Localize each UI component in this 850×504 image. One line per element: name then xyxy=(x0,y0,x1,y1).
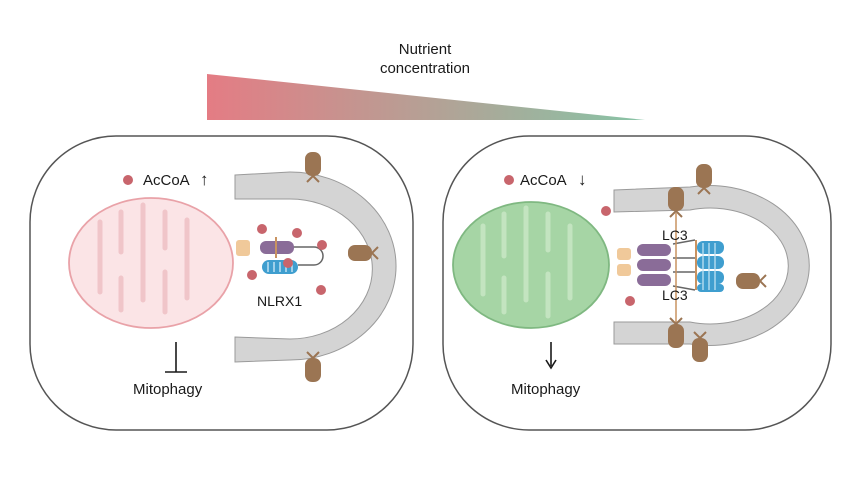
nutrient-gradient-wedge xyxy=(207,74,645,120)
right-acetyl-coa-label: AcCoA xyxy=(520,172,567,189)
mitophagy-inhibition-icon xyxy=(165,342,187,373)
left-cell-outline xyxy=(29,135,414,431)
right-mitochondrion xyxy=(452,201,610,329)
right-acetyl-coa-down-arrow-icon: ↓ xyxy=(578,170,587,189)
right-nlrx1-lc3-complex xyxy=(617,213,724,322)
lc3-label-top: LC3 xyxy=(662,227,688,243)
left-acetyl-coa-up-arrow-icon: ↑ xyxy=(200,170,209,189)
right-cell-outline xyxy=(442,135,832,431)
right-mitophagy-label: Mitophagy xyxy=(511,381,581,398)
left-acetyl-coa-dots xyxy=(123,175,327,295)
mitophagy-down-arrow-icon xyxy=(545,342,557,370)
left-phagophore xyxy=(234,171,397,363)
lc3-label-bottom: LC3 xyxy=(662,287,688,303)
left-mitophagy-label: Mitophagy xyxy=(133,381,203,398)
nlrx1-label: NLRX1 xyxy=(257,293,303,309)
left-nlrx1-complex xyxy=(236,237,324,274)
left-mitochondrion xyxy=(68,197,234,329)
nutrient-title-line2: concentration xyxy=(379,60,471,77)
nutrient-title-line1: Nutrient xyxy=(398,41,452,58)
right-phagophore xyxy=(613,185,810,346)
left-acetyl-coa-label: AcCoA xyxy=(143,172,190,189)
right-acetyl-coa-dots xyxy=(504,175,635,306)
